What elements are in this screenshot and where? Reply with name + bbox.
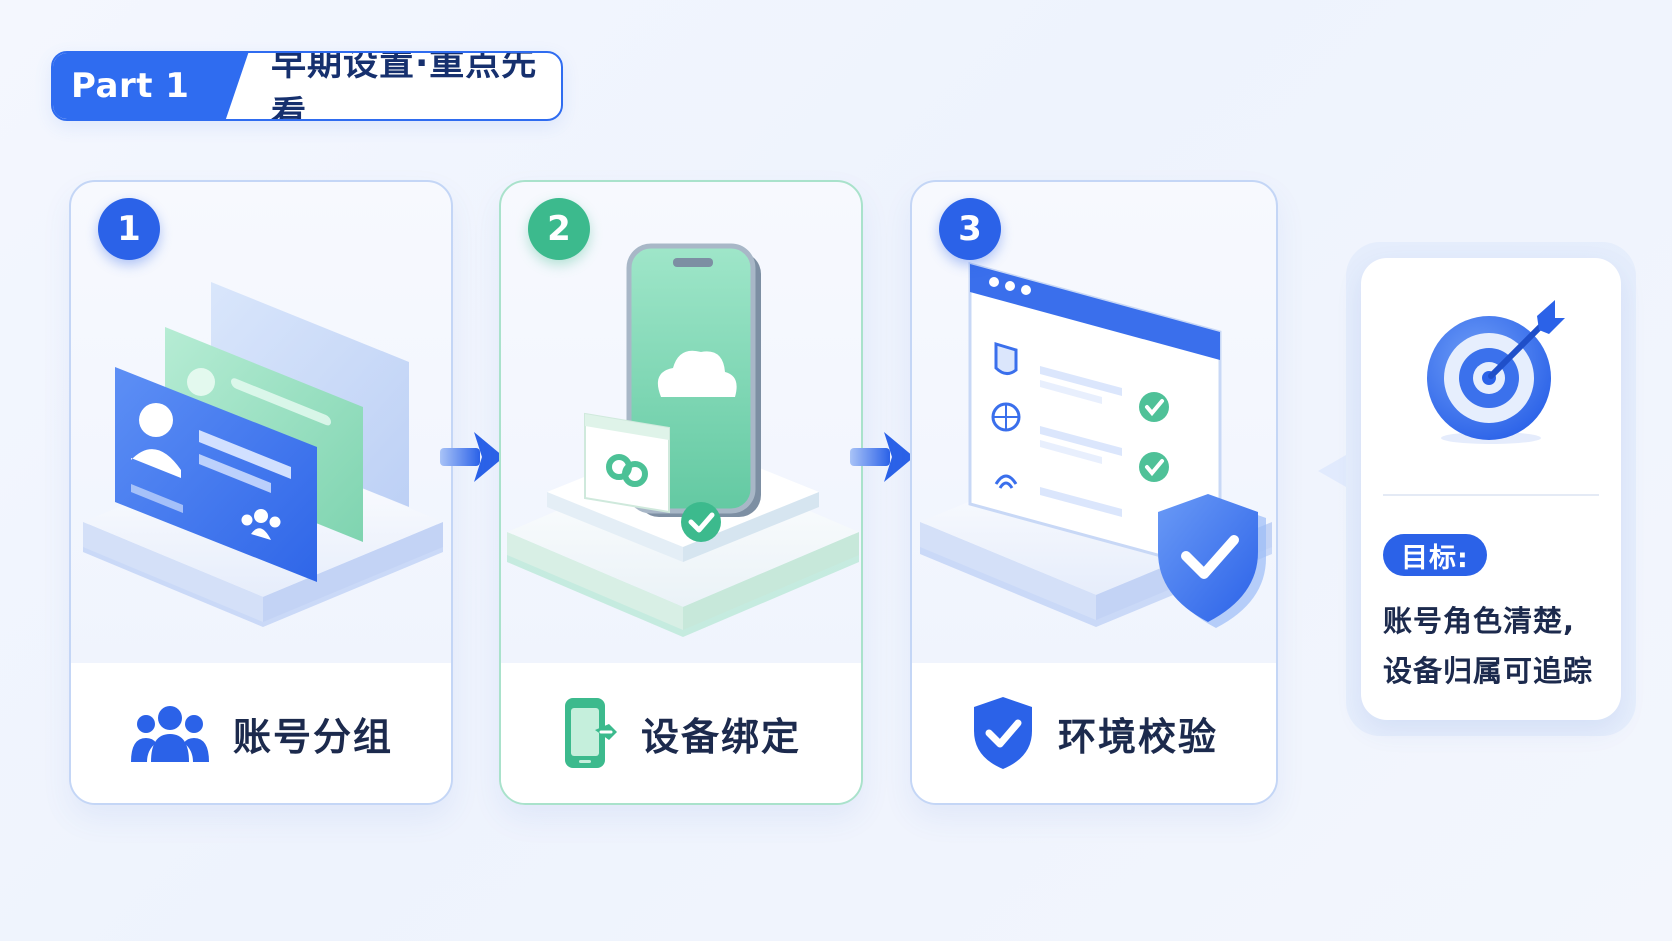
step-card-environment-check: 3 环境校验: [910, 180, 1278, 805]
environment-check-illustration: [920, 262, 1272, 628]
step-number-badge: 3: [939, 198, 1001, 260]
account-cards-illustration: [83, 282, 443, 627]
arrow-right-icon: [850, 432, 914, 482]
step-label: 设备绑定: [640, 714, 801, 759]
section-title: 早期设置·重点先看: [271, 51, 538, 121]
shield-check-icon: [973, 697, 1032, 769]
step-footer: 账号分组: [71, 663, 451, 803]
arrow-right-icon: [440, 432, 504, 482]
users-icon: [130, 706, 209, 762]
goal-line-2: 设备归属可追踪: [1383, 654, 1594, 688]
step-card-device-binding: 2 设备绑定: [499, 180, 863, 805]
target-icon: [1427, 300, 1565, 444]
step-number-badge: 1: [98, 198, 160, 260]
goal-panel: 目标: 账号角色清楚, 设备归属可追踪: [1361, 258, 1621, 720]
goal-line-1: 账号角色清楚,: [1383, 604, 1576, 638]
step-number-badge: 2: [528, 198, 590, 260]
part-label: Part 1: [53, 53, 249, 119]
step-label: 环境校验: [1057, 714, 1218, 759]
step-card-account-grouping: 1 账号分组: [69, 180, 453, 805]
goal-label-pill: 目标:: [1383, 534, 1487, 576]
device-binding-illustration: [507, 243, 859, 637]
step-label: 账号分组: [232, 714, 393, 759]
step-footer: 设备绑定: [501, 663, 861, 803]
section-header: Part 1 早期设置·重点先看: [51, 51, 563, 121]
phone-link-icon: [564, 698, 617, 768]
step-footer: 环境校验: [912, 663, 1276, 803]
goal-pointer: [1318, 455, 1346, 487]
goal-divider: [1383, 494, 1599, 496]
